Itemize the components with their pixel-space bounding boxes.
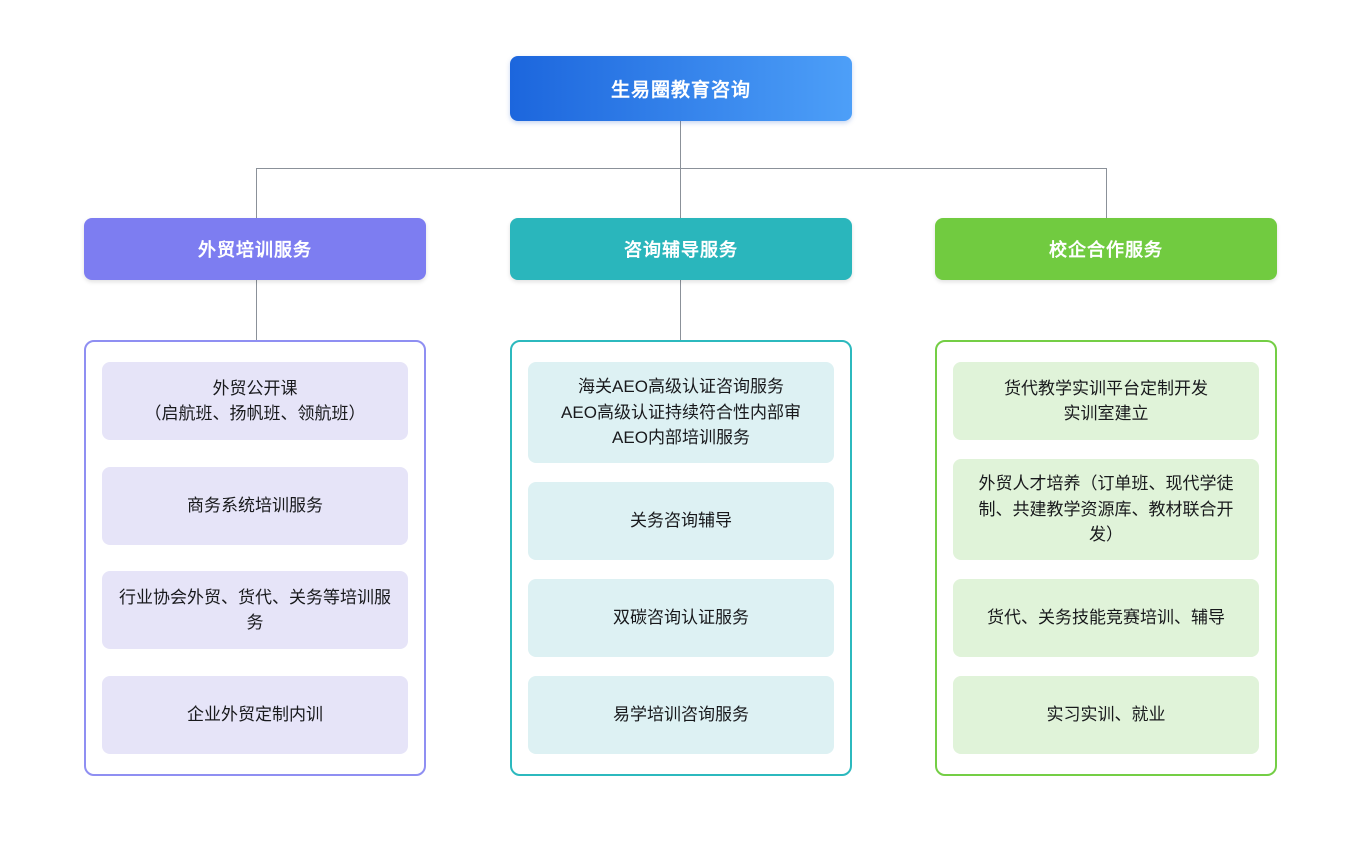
- connector-trade-training-box: [256, 280, 257, 340]
- connector-root-trunk: [680, 121, 681, 168]
- list-item[interactable]: 关务咨询辅导: [528, 481, 834, 560]
- list-item[interactable]: 企业外贸定制内训: [102, 675, 408, 754]
- branch-header-label: 校企合作服务: [1049, 240, 1163, 260]
- list-item[interactable]: 货代教学实训平台定制开发 实训室建立: [953, 362, 1259, 440]
- branch-header-trade-training[interactable]: 外贸培训服务: [84, 218, 426, 280]
- list-item[interactable]: 易学培训咨询服务: [528, 675, 834, 754]
- list-item[interactable]: 双碳咨询认证服务: [528, 578, 834, 657]
- list-item[interactable]: 实习实训、就业: [953, 675, 1259, 754]
- list-item[interactable]: 外贸公开课 （启航班、扬帆班、领航班）: [102, 362, 408, 440]
- list-item[interactable]: 海关AEO高级认证咨询服务 AEO高级认证持续符合性内部审 AEO内部培训服务: [528, 362, 834, 463]
- root-node-label: 生易圈教育咨询: [610, 80, 751, 101]
- connector-drop-school-enterprise: [1106, 168, 1107, 218]
- root-node[interactable]: 生易圈教育咨询: [510, 56, 852, 121]
- list-item[interactable]: 行业协会外贸、货代、关务等培训服务: [102, 571, 408, 650]
- branch-header-school-enterprise[interactable]: 校企合作服务: [935, 218, 1277, 280]
- branch-box-school-enterprise: 货代教学实训平台定制开发 实训室建立 外贸人才培养（订单班、现代学徒制、共建教学…: [935, 340, 1277, 776]
- list-item[interactable]: 货代、关务技能竞赛培训、辅导: [953, 578, 1259, 657]
- branch-header-label: 外贸培训服务: [198, 240, 312, 260]
- branch-header-consulting[interactable]: 咨询辅导服务: [510, 218, 852, 280]
- connector-branch-rail: [256, 168, 1106, 169]
- connector-drop-trade-training: [256, 168, 257, 218]
- branch-header-label: 咨询辅导服务: [624, 240, 738, 260]
- list-item[interactable]: 商务系统培训服务: [102, 466, 408, 545]
- branch-box-consulting: 海关AEO高级认证咨询服务 AEO高级认证持续符合性内部审 AEO内部培训服务 …: [510, 340, 852, 776]
- connector-consulting-box: [680, 280, 681, 340]
- list-item[interactable]: 外贸人才培养（订单班、现代学徒制、共建教学资源库、教材联合开发）: [953, 459, 1259, 560]
- connector-drop-consulting: [680, 168, 681, 218]
- branch-box-trade-training: 外贸公开课 （启航班、扬帆班、领航班） 商务系统培训服务 行业协会外贸、货代、关…: [84, 340, 426, 776]
